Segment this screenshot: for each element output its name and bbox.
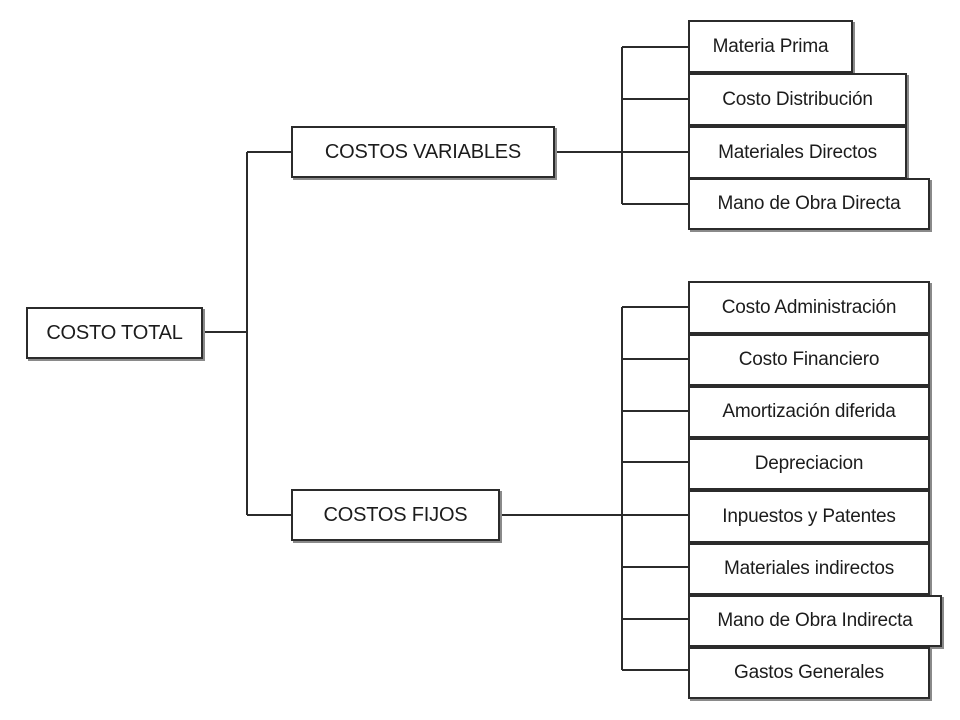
costos-fijos-node: COSTOS FIJOS xyxy=(291,489,500,541)
costos-variables-node: COSTOS VARIABLES xyxy=(291,126,555,178)
costo-financiero-node: Costo Financiero xyxy=(688,334,930,386)
costo-total-node: COSTO TOTAL xyxy=(26,307,203,359)
costo-distribucion-node: Costo Distribución xyxy=(688,73,907,126)
materia-prima-node: Materia Prima xyxy=(688,20,853,73)
materiales-indirectos-node: Materiales indirectos xyxy=(688,543,930,595)
costo-administracion-node: Costo Administración xyxy=(688,281,930,334)
mano-de-obra-indirecta-node: Mano de Obra Indirecta xyxy=(688,595,942,647)
amortizacion-diferida-node: Amortización diferida xyxy=(688,386,930,438)
materiales-directos-node: Materiales Directos xyxy=(688,126,907,179)
gastos-generales-node: Gastos Generales xyxy=(688,647,930,699)
depreciacion-node: Depreciacion xyxy=(688,438,930,490)
impuestos-y-patentes-node: Inpuestos y Patentes xyxy=(688,490,930,543)
mano-de-obra-directa-node: Mano de Obra Directa xyxy=(688,178,930,230)
